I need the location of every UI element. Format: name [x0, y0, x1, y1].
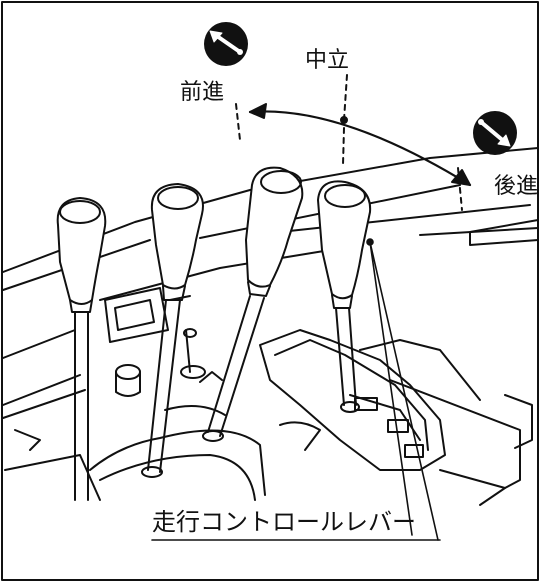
- travel-arc: [248, 103, 472, 187]
- leader-lines: [151, 238, 441, 541]
- lever-base: [4, 405, 321, 501]
- arrow-up-left-icon: [204, 22, 248, 66]
- lever-4: [317, 180, 372, 413]
- reverse-label: 後進: [494, 174, 539, 199]
- lever-3: [202, 166, 304, 442]
- forward-label: 前進: [180, 80, 225, 105]
- console-panels: [2, 147, 539, 506]
- arrow-down-right-icon: [473, 111, 517, 155]
- lever-2: [141, 183, 204, 478]
- neutral-label: 中立: [305, 48, 350, 73]
- travel-control-lever-label: 走行コントロールレバー: [152, 508, 416, 536]
- toggle-switch: [115, 328, 223, 397]
- position-guides: [235, 74, 463, 211]
- lever-1: [56, 197, 107, 501]
